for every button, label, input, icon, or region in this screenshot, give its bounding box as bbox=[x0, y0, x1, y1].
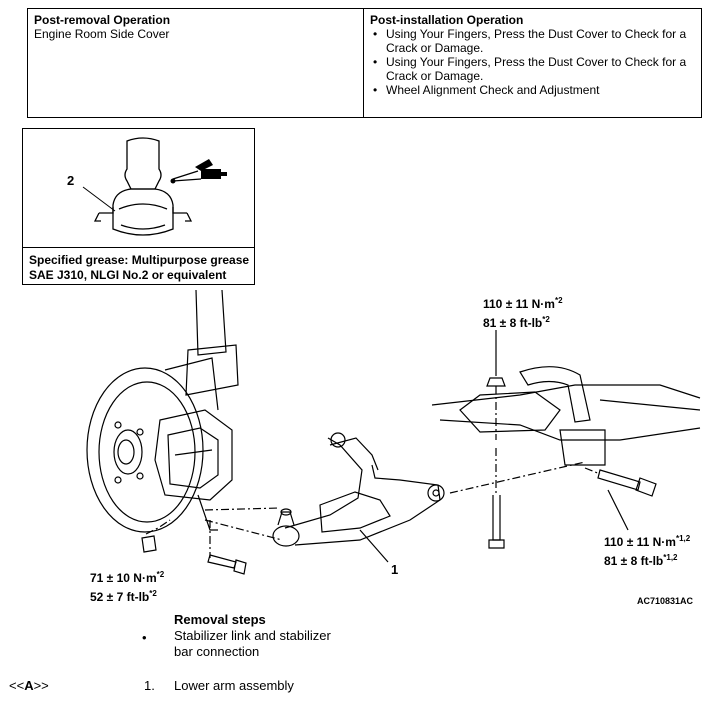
torque-spec-left: 71 ± 10 N·m*2 52 ± 7 ft-lb*2 bbox=[90, 567, 164, 605]
footnote-marker: *1,2 bbox=[663, 553, 678, 562]
torque-ftlb-value: 52 ± 7 ft-lb bbox=[90, 590, 150, 604]
grease-detail-box: 2 Specified grease: Multipurpose grease … bbox=[22, 128, 255, 285]
callout-2: 2 bbox=[67, 173, 75, 188]
torque-spec-top: 110 ± 11 N·m*2 81 ± 8 ft-lb*2 bbox=[483, 293, 563, 331]
reference-letter: A bbox=[24, 678, 34, 693]
post-installation-cell: Post-installation Operation Using Your F… bbox=[363, 8, 702, 118]
torque-nm-value: 110 ± 11 N·m bbox=[483, 297, 555, 311]
post-installation-list: Using Your Fingers, Press the Dust Cover… bbox=[370, 27, 695, 97]
removal-step-bullet: Stabilizer link and stabilizer bar conne… bbox=[174, 628, 331, 660]
ball-joint-detail-figure: 2 bbox=[23, 129, 254, 248]
post-installation-heading: Post-installation Operation bbox=[370, 13, 524, 27]
post-removal-cell: Post-removal Operation Engine Room Side … bbox=[27, 8, 364, 118]
torque-ftlb-value: 81 ± 8 ft-lb bbox=[483, 316, 543, 330]
list-item: Wheel Alignment Check and Adjustment bbox=[373, 83, 695, 97]
removal-bullet-line-1: Stabilizer link and stabilizer bbox=[174, 628, 331, 643]
footnote-marker: *2 bbox=[542, 315, 550, 324]
grease-spec-line-2: SAE J310, NLGI No.2 or equivalent bbox=[29, 268, 227, 282]
list-item: Using Your Fingers, Press the Dust Cover… bbox=[373, 55, 695, 83]
footnote-marker: *2 bbox=[554, 296, 563, 305]
grease-spec-line-1: Specified grease: Multipurpose grease bbox=[29, 253, 250, 267]
reference-marker: <<A>> bbox=[9, 678, 49, 693]
bullet-icon: • bbox=[142, 630, 147, 645]
post-removal-heading: Post-removal Operation bbox=[34, 13, 171, 27]
removal-steps-heading: Removal steps bbox=[174, 612, 266, 627]
torque-spec-right: 110 ± 11 N·m*1,2 81 ± 8 ft-lb*1,2 bbox=[604, 531, 690, 569]
figure-code: AC710831AC bbox=[637, 596, 694, 606]
removal-step-number: 1. bbox=[144, 678, 155, 693]
callout-1: 1 bbox=[391, 562, 399, 577]
ball-joint-detail-drawing bbox=[82, 137, 227, 236]
lower-arm-assembly-illustration bbox=[86, 289, 701, 575]
torque-ftlb-value: 81 ± 8 ft-lb bbox=[604, 554, 664, 568]
operations-table: Post-removal Operation Engine Room Side … bbox=[27, 8, 702, 118]
post-removal-item: Engine Room Side Cover bbox=[34, 27, 170, 41]
footnote-marker: *1,2 bbox=[675, 534, 691, 543]
list-item: Using Your Fingers, Press the Dust Cover… bbox=[373, 27, 695, 55]
removal-step-text: Lower arm assembly bbox=[174, 678, 294, 693]
grease-specification: Specified grease: Multipurpose grease SA… bbox=[29, 253, 249, 283]
footnote-marker: *2 bbox=[149, 589, 157, 598]
torque-nm-value: 71 ± 10 N·m bbox=[90, 571, 157, 585]
removal-bullet-line-2: bar connection bbox=[174, 644, 260, 659]
torque-nm-value: 110 ± 11 N·m bbox=[604, 535, 676, 549]
footnote-marker: *2 bbox=[156, 570, 165, 579]
